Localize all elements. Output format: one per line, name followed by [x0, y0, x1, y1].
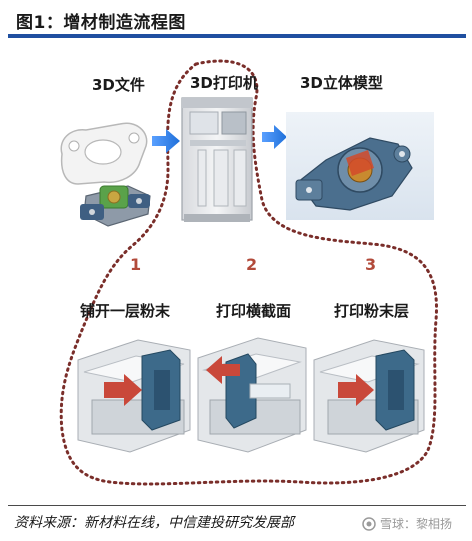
step-3-number: 3 — [365, 255, 376, 274]
source-note: 资料来源：新材料在线，中信建投研究发展部 — [14, 512, 294, 532]
arrow-printer-to-model — [262, 125, 287, 149]
step-2-number: 2 — [246, 255, 257, 274]
arrow-file-to-printer — [152, 129, 180, 153]
step-2-label: 打印横截面 — [216, 300, 291, 321]
3d-file-label: 3D文件 — [92, 74, 145, 95]
watermark-text: 雪球：黎相扬 — [380, 515, 452, 532]
3d-model-label: 3D立体模型 — [300, 72, 383, 93]
snowball-logo-icon — [362, 517, 376, 531]
3d-printer-label: 3D打印机 — [190, 72, 258, 93]
3d-model-illustration — [286, 112, 434, 220]
bottom-rule — [8, 505, 466, 506]
watermark: 雪球：黎相扬 — [362, 515, 452, 532]
step-2-machine — [198, 338, 306, 452]
step-1-machine — [78, 340, 190, 452]
3d-printer-illustration — [182, 98, 252, 222]
3d-file-illustration — [61, 123, 150, 226]
step-3-machine — [314, 340, 424, 452]
step-1-number: 1 — [130, 255, 141, 274]
step-1-label: 铺开一层粉末 — [80, 300, 170, 321]
step-3-label: 打印粉末层 — [334, 300, 409, 321]
